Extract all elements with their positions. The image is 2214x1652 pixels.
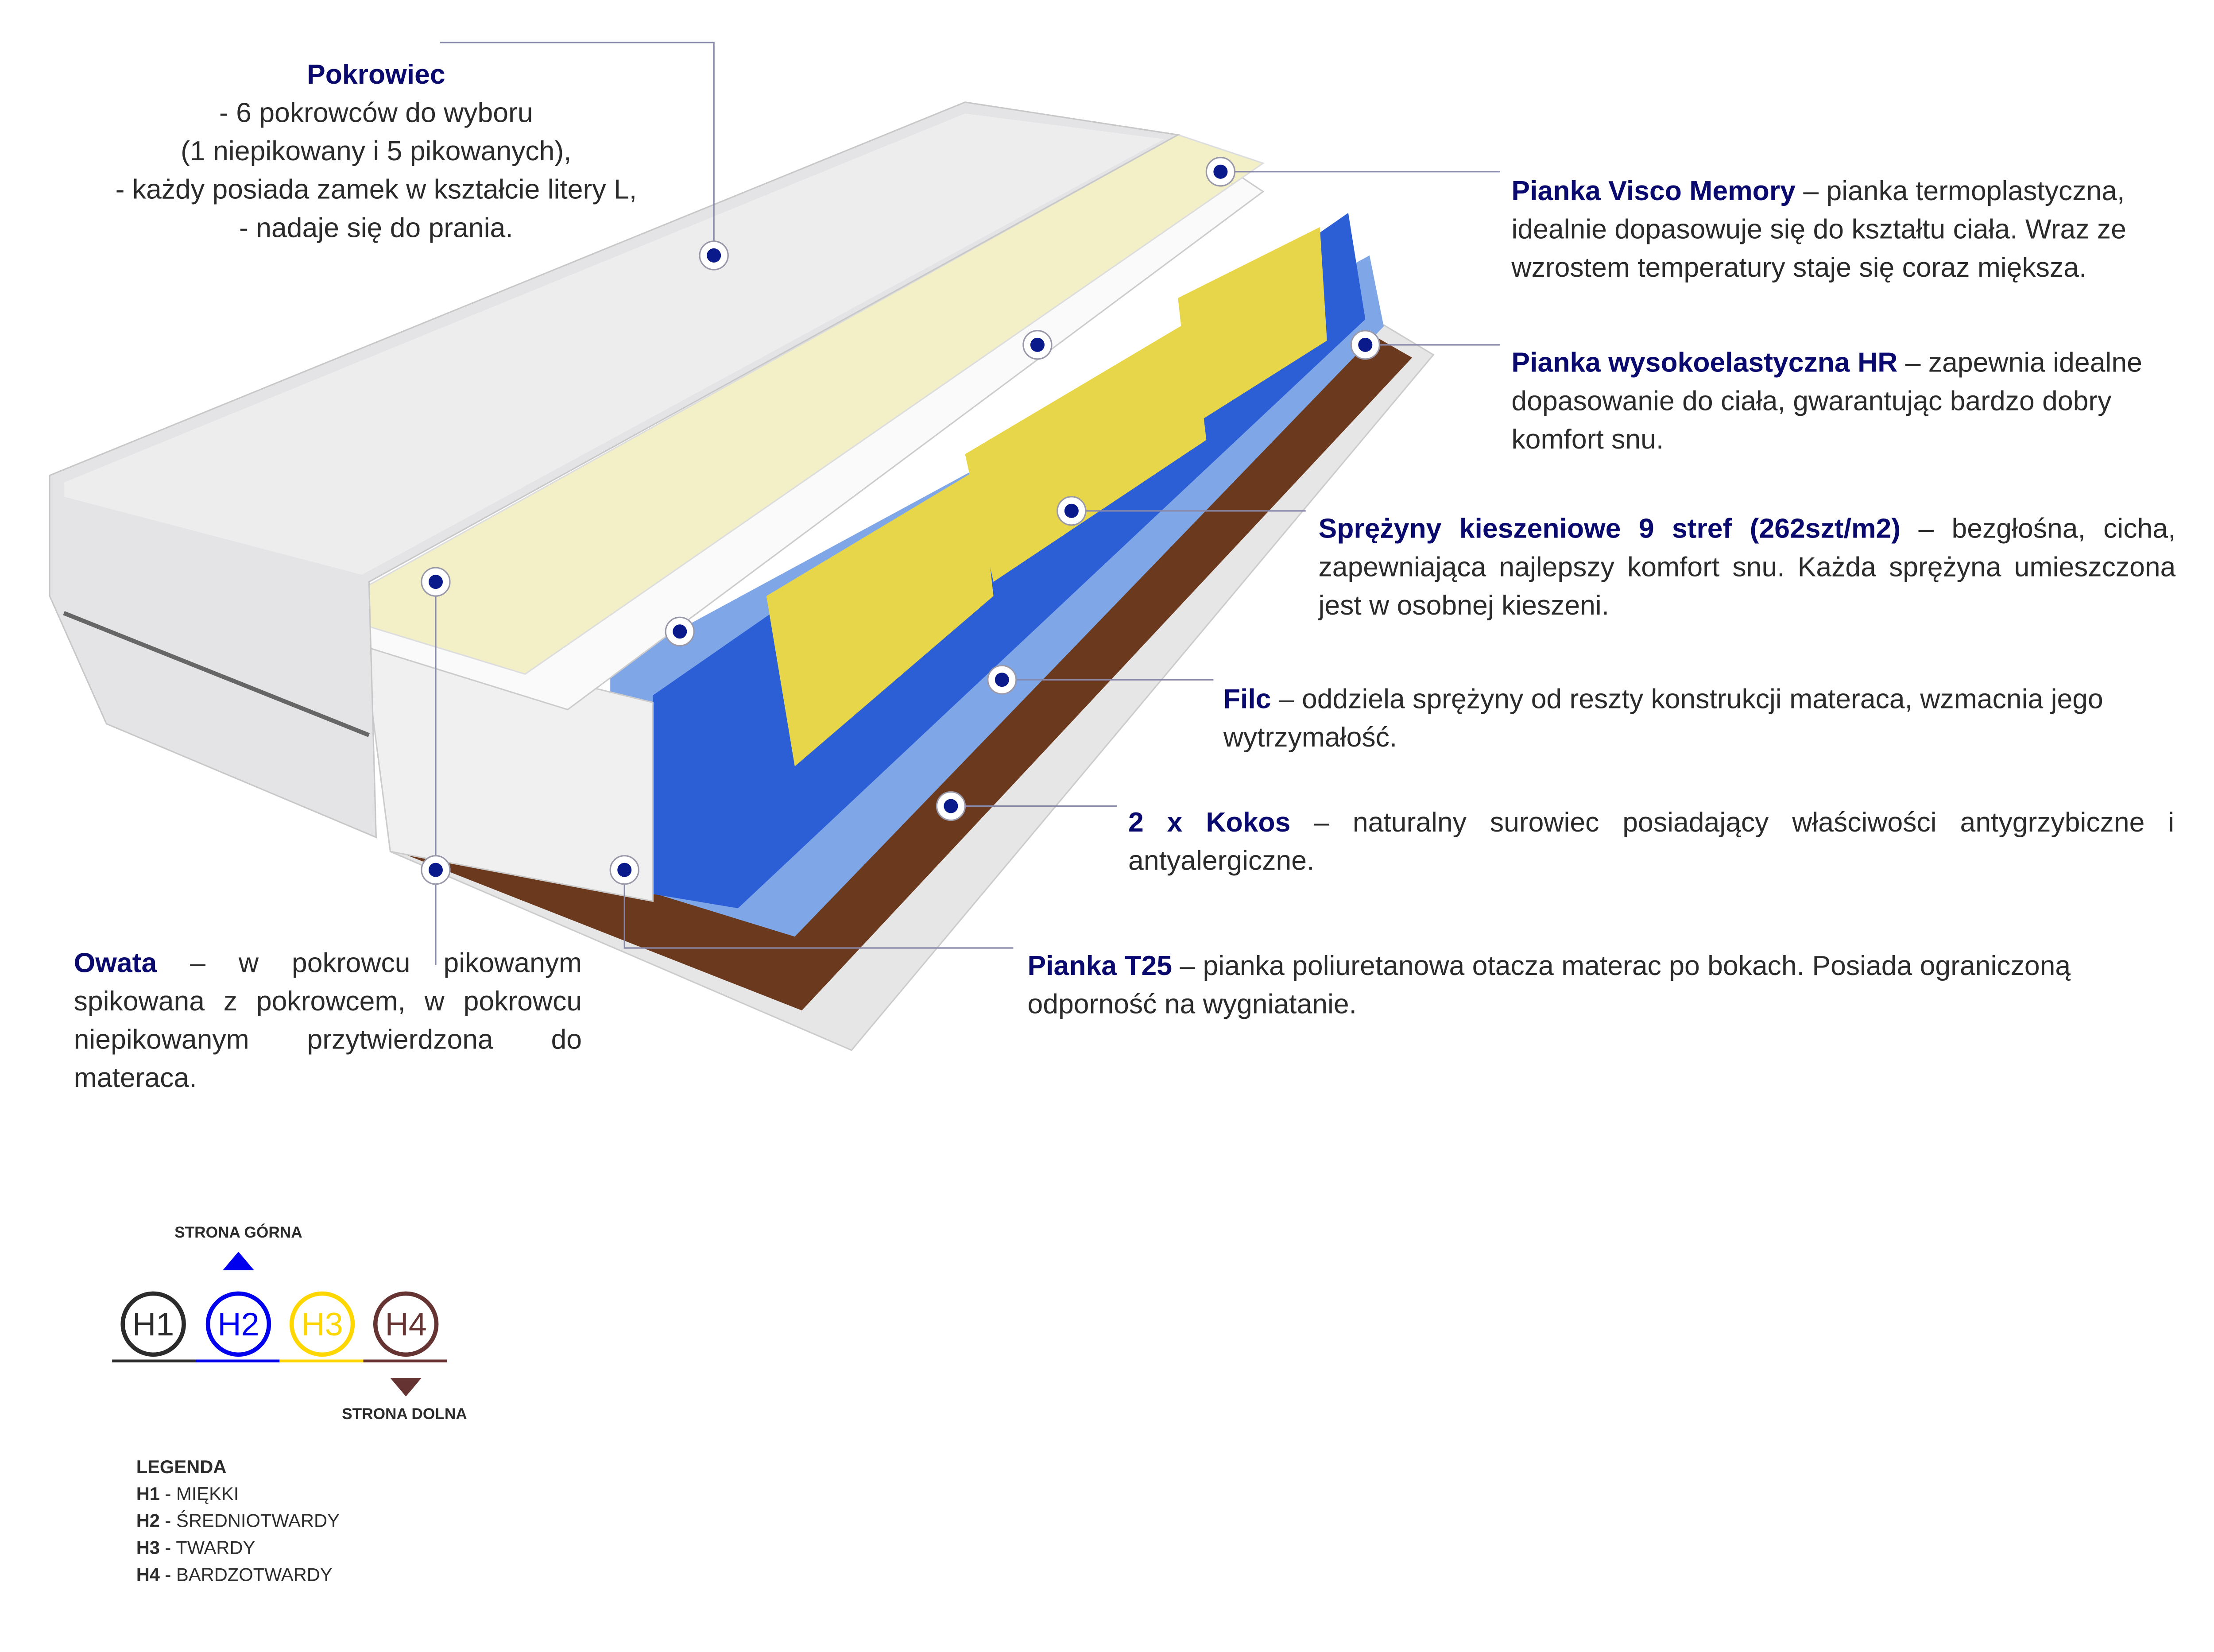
hr-title: Pianka wysokoelastyczna HR — [1511, 348, 1898, 379]
legend-desc: BARDZOTWARDY — [176, 1564, 333, 1586]
legend-item: H3 - TWARDY — [136, 1534, 340, 1561]
hardness-h1-icon: H1 — [120, 1291, 186, 1357]
kokos-block: 2 x Kokos – naturalny surowiec posiadają… — [1128, 805, 2174, 881]
pokrowiec-line: - nadaje się do prania. — [239, 213, 513, 244]
legend-item: H4 - BARDZOTWARDY — [136, 1561, 340, 1588]
t25-text: – pianka poliuretanowa otacza materac po… — [1027, 951, 2071, 1021]
leader-lines — [435, 42, 1500, 965]
hardness-underline — [196, 1359, 280, 1362]
marker-dots — [421, 157, 1380, 885]
pokrowiec-line: - każdy posiada zamek w kształcie litery… — [115, 174, 637, 206]
pokrowiec-line: (1 niepikowany i 5 pikowanych), — [181, 136, 572, 168]
top-side-arrow-icon — [223, 1251, 254, 1270]
hr-block: Pianka wysokoelastyczna HR – zapewnia id… — [1511, 345, 2185, 460]
hardness-underline — [112, 1359, 196, 1362]
springs-text: – bezgłośna, cicha, zapewniająca najleps… — [1318, 514, 2176, 622]
legend: LEGENDA H1 - MIĘKKI H2 - ŚREDNIOTWARDY H… — [136, 1453, 340, 1588]
kokos-title: 2 x Kokos — [1128, 807, 1291, 839]
hr-text: – zapewnia idealne dopasowanie do ciała,… — [1511, 348, 2142, 456]
bottom-side-arrow-icon — [390, 1378, 422, 1397]
legend-sep: - — [159, 1564, 177, 1586]
owata-title: Owata — [74, 948, 157, 979]
legend-desc: MIĘKKI — [176, 1483, 239, 1505]
filc-block: Filc – oddziela sprężyny od reszty konst… — [1223, 681, 2181, 758]
legend-sep: - — [159, 1537, 176, 1559]
pokrowiec-block: Pokrowiec - 6 pokrowców do wyboru (1 nie… — [85, 57, 667, 248]
t25-block: Pianka T25 – pianka poliuretanowa otacza… — [1027, 948, 2184, 1025]
legend-code: H2 — [136, 1510, 160, 1532]
springs-block: Sprężyny kieszeniowe 9 stref (262szt/m2)… — [1319, 511, 2176, 626]
hardness-h4-icon: H4 — [373, 1291, 439, 1357]
kokos-text: – naturalny surowiec posiadający właściw… — [1128, 807, 2175, 877]
filc-text: – oddziela sprężyny od reszty konstrukcj… — [1223, 684, 2103, 754]
bottom-side-label: STRONA DOLNA — [342, 1406, 467, 1424]
legend-code: H1 — [136, 1483, 160, 1505]
pokrowiec-title: Pokrowiec — [307, 59, 445, 91]
visco-block: Pianka Visco Memory – pianka termoplasty… — [1511, 173, 2185, 288]
legend-desc: TWARDY — [176, 1537, 255, 1559]
legend-sep: - — [159, 1483, 177, 1505]
legend-item: H2 - ŚREDNIOTWARDY — [136, 1507, 340, 1534]
legend-title: LEGENDA — [136, 1456, 227, 1478]
cover — [49, 101, 1181, 839]
top-side-label: STRONA GÓRNA — [174, 1225, 302, 1242]
hardness-underline — [363, 1359, 447, 1362]
legend-code: H3 — [136, 1537, 160, 1559]
visco-title: Pianka Visco Memory — [1511, 176, 1796, 207]
owata-block: Owata – w pokrowcu pikowanym spikowana z… — [74, 945, 582, 1099]
visco-text: – pianka termoplastyczna, idealnie dopas… — [1511, 176, 2126, 284]
springs-yellow-zone — [766, 227, 1327, 766]
legend-code: H4 — [136, 1564, 160, 1586]
legend-sep: - — [159, 1510, 177, 1532]
pokrowiec-line: - 6 pokrowców do wyboru — [219, 98, 533, 129]
hardness-h3-icon: H3 — [289, 1291, 355, 1357]
legend-item: H1 - MIĘKKI — [136, 1480, 340, 1507]
legend-desc: ŚREDNIOTWARDY — [176, 1510, 340, 1532]
owata-text: – w pokrowcu pikowanym spikowana z pokro… — [74, 948, 582, 1095]
hardness-h2-icon: H2 — [205, 1291, 271, 1357]
t25-title: Pianka T25 — [1027, 951, 1173, 982]
hardness-underline — [279, 1359, 364, 1362]
springs-title: Sprężyny kieszeniowe 9 stref (262szt/m2) — [1318, 514, 1901, 545]
filc-title: Filc — [1223, 684, 1271, 716]
